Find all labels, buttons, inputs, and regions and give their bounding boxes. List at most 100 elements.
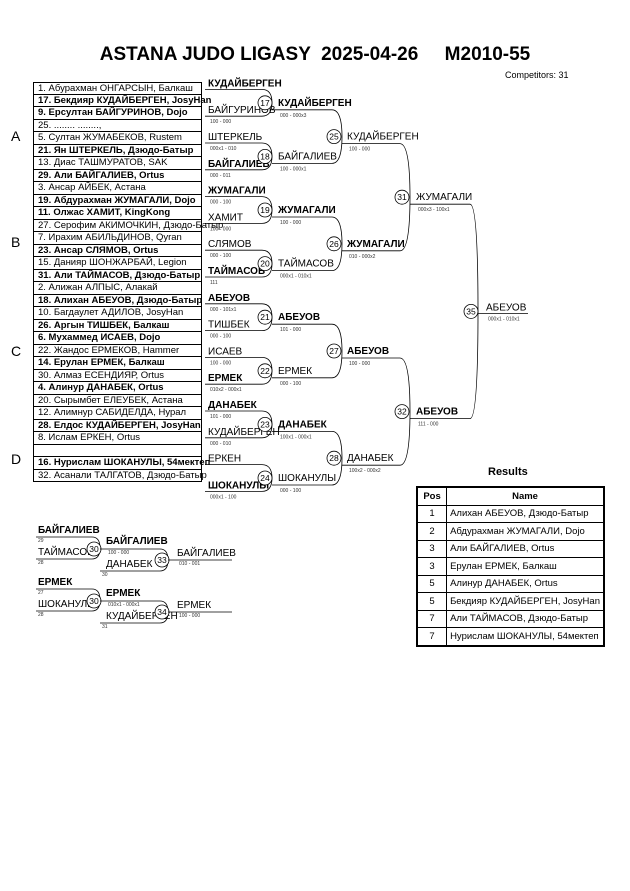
results-pos: 7 (416, 627, 448, 646)
match-number: 30 (89, 596, 99, 606)
participant-row: 27. Серофим АКИМОЧКИН, Дзюдо-Батыр (33, 219, 223, 232)
results-name: Алихан АБЕУОВ, Дзюдо-Батыр (446, 504, 605, 523)
results-name: Нурислам ШОКАНУЛЫ, 54мектеп (446, 627, 605, 646)
match-number: 19 (260, 205, 270, 215)
round1-winner: ЕРМЕК (208, 373, 243, 384)
round1-score: 100 - 000 (210, 360, 231, 366)
bracket-arc (399, 143, 411, 252)
results-name: Абдурахман ЖУМАГАЛИ, Dojo (446, 522, 605, 541)
participant-row: 11. Олжас ХАМИТ, KingKong (33, 207, 202, 220)
repechage-bottom: ТАЙМАСОВ (38, 545, 94, 558)
round1-score: 000 - 100 (210, 200, 231, 206)
round1-winner: ДАНАБЕК (208, 400, 258, 411)
participant-row: 26. Аргын ТИШБЕК, Балкаш (33, 319, 202, 332)
repechage-final: ЕРМЕК (177, 600, 211, 611)
round1-score: 000 - 011 (210, 173, 231, 179)
match-number-circle (257, 363, 273, 379)
match-number: 26 (329, 239, 339, 249)
round1-winner: ШТЕРКЕЛЬ (208, 132, 263, 143)
round2-winner: ДАНАБЕК (278, 419, 328, 430)
participant-row: 8. Ислам ЕРКЕН, Ortus (33, 432, 202, 445)
round1-score: 000 - 100 (210, 334, 231, 340)
match-number: 22 (260, 366, 270, 376)
round4-winner: ЖУМАГАЛИ (416, 192, 472, 203)
results-pos: 3 (416, 539, 448, 558)
participant-row: 10. Багдаулет АДИЛОВ, JosyHan (33, 307, 202, 320)
round1-winner: СЛЯМОВ (208, 239, 252, 250)
match-number-circle (326, 236, 342, 252)
match-number-circle (326, 343, 342, 359)
round4-winner: АБЕУОВ (416, 407, 458, 418)
participant-row: 22. Жандос ЕРМЕКОВ, Hammer (33, 344, 202, 357)
round2-winner: ШОКАНУЛЫ (278, 473, 336, 484)
match-number-circle (326, 450, 342, 466)
repechage-othnum: 31 (102, 624, 108, 630)
round2-winner: ЕРМЕК (278, 366, 312, 377)
match-number-circle (257, 256, 273, 272)
participant-row: 2. Алижан АЛПЫС, Алакай (33, 282, 202, 295)
results-header-pos: Pos (416, 486, 448, 506)
participant-row: 20. Сырымбет ЕЛЕУБЕК, Астана (33, 394, 202, 407)
round1-winner: ИСАЕВ (208, 346, 243, 357)
match-number-circle (257, 148, 273, 164)
participant-row: 23. Ансар СЛЯМОВ, Ortus (33, 244, 202, 257)
round3-score: 100 - 000 (349, 361, 370, 367)
participant-row: 19. Абдурахман ЖУМАГАЛИ, Dojo (33, 194, 202, 207)
results-header-row: Pos Name (416, 486, 605, 506)
final-winner: АБЕУОВ (486, 302, 527, 313)
round1-winner: ЖУМАГАЛИ (207, 186, 266, 197)
participant-row: 25. ........ ........, (33, 119, 202, 132)
round1-winner: ЕРКЕН (208, 454, 241, 465)
round2-score: 100 - 000x1 (280, 166, 307, 172)
round1-winner: АБЕУОВ (208, 293, 250, 304)
round2-score: 000 - 100 (280, 488, 301, 494)
match-number: 20 (260, 259, 270, 269)
pool-c-label: C (11, 343, 22, 359)
repechage-othnum: 30 (102, 572, 108, 578)
participant-row: 5. Султан ЖУМАБЕКОВ, Rustem (33, 132, 202, 145)
match-number-circle (257, 202, 273, 218)
match-number-circle (394, 189, 410, 205)
round1-score: 000 - 010 (210, 441, 231, 447)
repechage-top: ЕРМЕК (38, 577, 73, 588)
match-number: 34 (157, 607, 167, 617)
bracket-arc (399, 357, 411, 466)
participant-row: 32. Асанали ТАЛГАТОВ, Дзюдо-Батыр (33, 469, 207, 482)
results-pos: 1 (416, 504, 448, 523)
repechage-bottom: ШОКАНУЛЫ (38, 599, 96, 610)
round1-score: 100 - 000 (210, 119, 231, 125)
participant-row: 31. Али ТАЙМАСОВ, Дзюдо-Батыр (33, 269, 202, 282)
round2-winner: ЖУМАГАЛИ (277, 205, 336, 216)
repechage-other: ДАНАБЕК (106, 559, 153, 570)
match-number: 21 (260, 312, 270, 322)
participant-row: 3. Ансар АЙБЕК, Астана (33, 182, 202, 195)
repechage-top: БАЙГАЛИЕВ (38, 523, 100, 536)
participant-row: 6. Мухаммед ИСАЕВ, Dojo (33, 332, 202, 345)
participant-row: 14. Ерулан ЕРМЕК, Балкаш (33, 357, 202, 370)
results-pos: 2 (416, 522, 448, 541)
repechage-winner: ЕРМЕК (106, 588, 141, 599)
match-number-circle (257, 95, 273, 111)
round1-score: 000 - 101x1 (210, 307, 237, 313)
match-number-circle (394, 404, 410, 420)
results-name: Алинур ДАНАБЕК, Ortus (446, 574, 605, 593)
participant-row: 13. Диас ТАШМУРАТОВ, SAK (33, 157, 202, 170)
round2-winner: БАЙГАЛИЕВ (278, 149, 337, 162)
pool-d-label: D (11, 451, 22, 467)
participant-row: 17. Бекдияр КУДАЙБЕРГЕН, JosyHan (33, 94, 211, 107)
round1-winner: ТИШБЕК (208, 320, 250, 331)
results-name: Али ТАЙМАСОВ, Дзюдо-Батыр (446, 609, 605, 628)
pool-a-label: A (11, 128, 21, 144)
match-number-circle (257, 309, 273, 325)
round2-winner: АБЕУОВ (278, 312, 320, 323)
match-number: 32 (397, 407, 407, 417)
round2-winner: ТАЙМАСОВ (278, 257, 334, 270)
match-number: 17 (260, 98, 270, 108)
competitors-count: Competitors: 31 (505, 70, 569, 80)
pool-b-label: B (11, 234, 21, 250)
page-title: ASTANA JUDO LIGASY 2025-04-26 M2010-55 (99, 44, 531, 65)
